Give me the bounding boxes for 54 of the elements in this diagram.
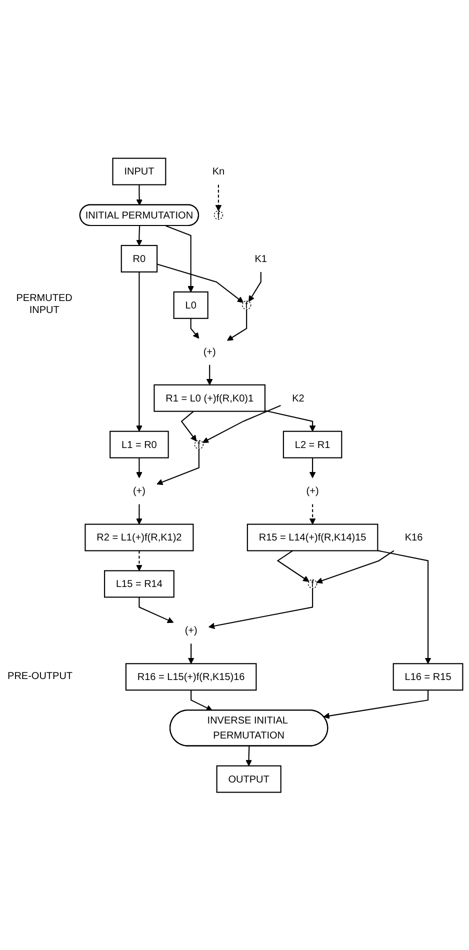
arrow [156, 448, 200, 485]
node-box: R15 = L14(+)f(R,K14)15 [246, 523, 378, 551]
arrow [248, 272, 262, 302]
arrow [323, 690, 429, 719]
node-circle: f [308, 579, 318, 588]
node-box: R2 = L1(+)f(R,K1)2 [84, 523, 194, 551]
node-text: K16 [404, 531, 423, 543]
node-box: L16 = R15 [392, 662, 464, 690]
arrow [190, 690, 212, 710]
node-box: R16 = L15(+)f(R,K15)16 [125, 662, 257, 690]
node-box: L0 [173, 291, 208, 319]
row-label: PRE-OUTPUT [6, 670, 74, 682]
arrow [202, 404, 281, 443]
arrow [309, 458, 316, 478]
arrow [138, 596, 174, 623]
arrow [136, 272, 142, 432]
arrow [309, 504, 316, 524]
arrow [206, 364, 213, 385]
node-box: OUTPUT [216, 765, 282, 793]
arrow [136, 184, 143, 206]
node-circle: f [194, 440, 204, 449]
arrow [316, 550, 394, 584]
node-box: L1 = R0 [110, 430, 169, 458]
arrow [180, 410, 197, 442]
arrow [166, 225, 194, 292]
node-box: INPUT [112, 157, 166, 185]
node-circle: f [214, 210, 224, 220]
arrow [276, 550, 310, 582]
arrow [136, 226, 142, 246]
node-box: L2 = R1 [282, 430, 342, 458]
row-label: PERMUTED INPUT [15, 293, 74, 316]
arrow [188, 643, 194, 664]
arrow [190, 318, 200, 338]
node-text: (+) [203, 345, 216, 357]
arrow [136, 504, 142, 524]
arrow [246, 746, 252, 766]
node-circle: f [242, 300, 252, 310]
arrow [136, 550, 142, 571]
node-box: L15 = R14 [104, 570, 174, 598]
arrow [136, 458, 142, 478]
arrow [264, 410, 316, 432]
arrow [156, 263, 244, 303]
node-text: Kn [212, 165, 225, 177]
arrow [227, 309, 248, 341]
arrow [208, 588, 314, 629]
node-box: R1 = L0 (+)f(R,K0)1 [154, 384, 266, 412]
node-text: (+) [184, 624, 198, 636]
node-text: (+) [306, 484, 319, 496]
node-box: R0 [120, 244, 158, 272]
node-text: K2 [292, 392, 304, 404]
arrow [215, 184, 222, 211]
node-text: (+) [132, 484, 146, 496]
node-text: K1 [254, 252, 267, 264]
arrow [378, 550, 432, 664]
